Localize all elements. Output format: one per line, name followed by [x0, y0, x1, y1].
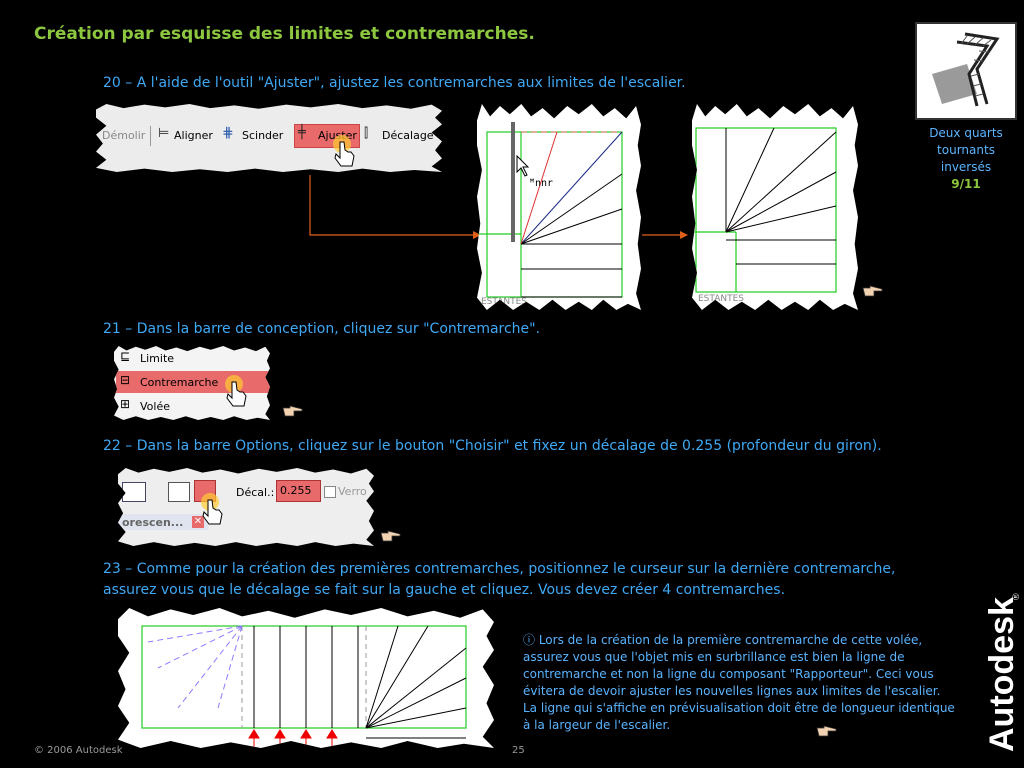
limite-button[interactable]: Limite — [140, 352, 175, 365]
step-22: 22 – Dans la barre Options, cliquez sur … — [103, 438, 882, 454]
panel-tab-label: orescen... — [122, 516, 184, 529]
step-23-line2: assurez vous que le décalage se fait sur… — [103, 582, 786, 598]
verrou-checkbox[interactable] — [324, 486, 336, 498]
pointing-hand-icon[interactable] — [862, 284, 884, 298]
panel-tab[interactable] — [118, 514, 208, 530]
footer-page-number: 25 — [512, 745, 525, 756]
verrou-label: Verro — [338, 485, 367, 498]
properties-button[interactable] — [122, 482, 146, 502]
decalage-button[interactable]: Décalage — [382, 129, 434, 142]
decal-label: Décal.: — [236, 486, 275, 499]
design-bar-snippet: ⊑ Limite ⊟ Contremarche ⊞ Volée — [114, 346, 270, 420]
info-note: ⓘ Lors de la création de la première con… — [523, 633, 955, 732]
pointing-hand-icon[interactable] — [816, 724, 838, 738]
demolir-button[interactable]: Démolir — [102, 129, 146, 142]
stair-plan-before: ꟸnnr ESTANTES — [477, 104, 641, 310]
stair-plan-risers — [118, 608, 494, 748]
page-counter: 9/11 — [951, 177, 981, 191]
step-21: 21 – Dans la barre de conception, clique… — [103, 321, 541, 337]
drawing-label: ESTANTES — [481, 297, 527, 307]
stair-plan-after: ESTANTES — [692, 104, 858, 310]
scinder-button[interactable]: Scinder — [242, 129, 284, 142]
flow-arrow — [309, 175, 481, 239]
pointing-hand-icon[interactable] — [282, 404, 304, 418]
limit-icon: ⊑ — [120, 349, 131, 363]
offset-icon: ⫿ — [364, 126, 369, 141]
pencil-icon[interactable] — [168, 482, 190, 502]
run-icon: ⊞ — [120, 397, 131, 411]
align-icon: ⊨ — [158, 126, 170, 141]
caption-line2: tournants — [937, 143, 995, 157]
volee-button[interactable]: Volée — [140, 400, 170, 413]
riser-icon: ⊟ — [120, 373, 131, 387]
hand-cursor-icon — [333, 135, 355, 167]
flow-arrow-2 — [642, 231, 688, 239]
drawing-label-2: ESTANTES — [698, 294, 744, 304]
split-icon: ⋕ — [222, 125, 234, 141]
toolbar-divider — [150, 126, 151, 146]
hand-cursor-icon — [201, 493, 223, 525]
section-caption: Deux quarts tournants inversés 9/11 — [920, 125, 1012, 193]
svg-text:ꟸnnr: ꟸnnr — [529, 178, 553, 189]
close-icon[interactable]: ✕ — [192, 516, 204, 528]
svg-text:®: ® — [1011, 593, 1021, 600]
stair-thumbnail — [915, 22, 1017, 120]
options-bar-snippet: Décal.: 0.255 Verro orescen... ✕ — [118, 468, 374, 546]
contremarche-button[interactable]: Contremarche — [140, 376, 219, 389]
caption-line1: Deux quarts — [929, 126, 1003, 140]
modify-toolbar-snippet: Démolir ⊨ Aligner ⋕ Scinder ╪ Ajuster ⫿ … — [96, 104, 442, 172]
svg-text:Autodesk: Autodesk — [983, 597, 1021, 752]
caption-line3: inversés — [940, 160, 992, 174]
autodesk-logo: Autodesk ® — [975, 590, 1024, 755]
decal-input[interactable]: 0.255 — [276, 480, 321, 502]
step-23-line1: 23 – Comme pour la création des première… — [103, 561, 896, 577]
aligner-button[interactable]: Aligner — [174, 129, 213, 142]
step-20: 20 – A l'aide de l'outil "Ajuster", ajus… — [103, 75, 686, 91]
pointing-hand-icon[interactable] — [380, 529, 402, 543]
slide-title: Création par esquisse des limites et con… — [34, 24, 535, 44]
hand-cursor-icon — [225, 375, 247, 407]
footer-copyright: © 2006 Autodesk — [34, 745, 123, 756]
trim-icon: ╪ — [298, 125, 306, 140]
